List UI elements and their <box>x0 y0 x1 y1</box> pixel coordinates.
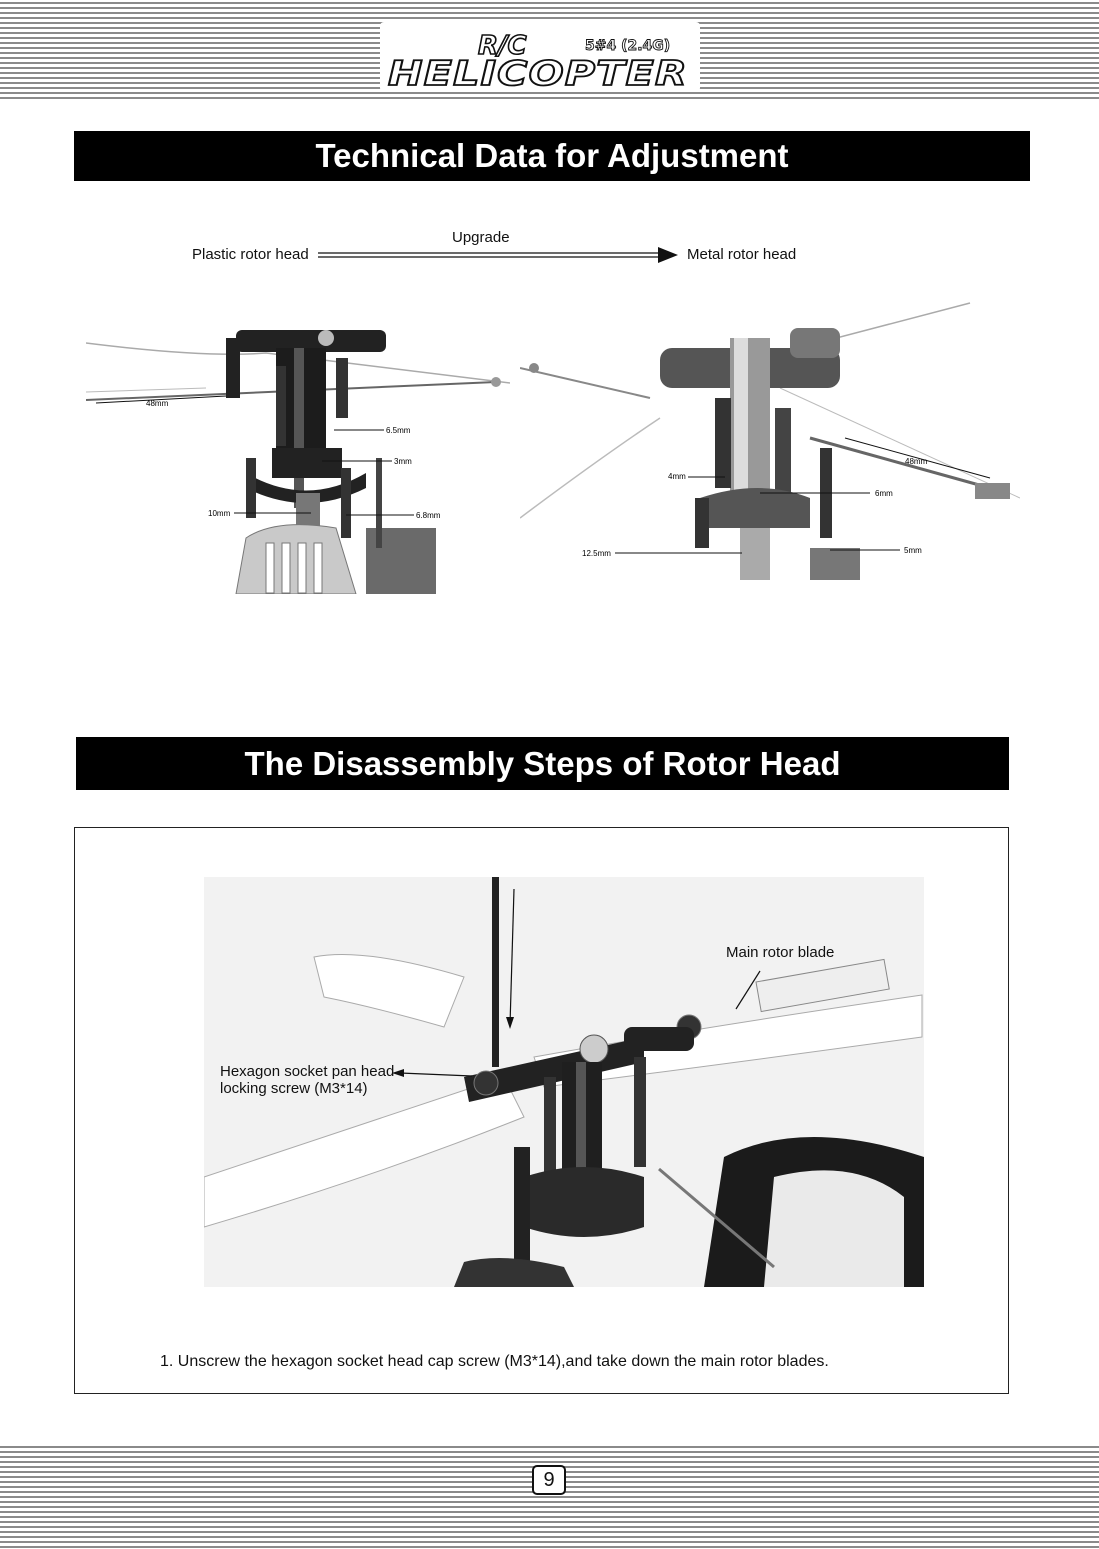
callout-screw-line2: locking screw (M3*14) <box>220 1080 368 1097</box>
callout-hexagon-screw: Hexagon socket pan head locking screw (M… <box>220 1063 394 1097</box>
helicopter-logo-icon: R/C 5#4 (2.4G) HELICOPTER <box>387 30 688 92</box>
rotor-head-disassembly-photo <box>204 877 924 1287</box>
logo-helicopter-text: HELICOPTER <box>388 54 688 92</box>
step-1-instruction: 1. Unscrew the hexagon socket head cap s… <box>160 1353 829 1370</box>
callout-main-rotor-blade: Main rotor blade <box>726 944 835 961</box>
upgrade-arrow-icon <box>318 247 678 263</box>
footer-stripes <box>0 1446 1099 1549</box>
callout-screw-line1: Hexagon socket pan head <box>220 1063 395 1080</box>
upgrade-label: Upgrade <box>452 229 510 246</box>
plastic-rotor-head-photo: 48mm 6.5mm 3mm 10mm 6.8mm <box>86 318 510 594</box>
dim-3mm: 3mm <box>394 457 412 466</box>
model-label: 5#4 (2.4G) <box>585 38 670 54</box>
brand-logo: R/C 5#4 (2.4G) HELICOPTER <box>380 22 700 92</box>
dim-48mm-plastic: 48mm <box>146 399 169 408</box>
logo-rc-text: R/C <box>478 31 527 61</box>
section-title-disassembly: The Disassembly Steps of Rotor Head <box>76 737 1009 790</box>
metal-rotor-head-label: Metal rotor head <box>687 246 797 263</box>
dim-6-5mm: 6.5mm <box>386 426 411 435</box>
page-number: 9 <box>532 1465 566 1495</box>
dim-10mm: 10mm <box>208 509 231 518</box>
section-title-technical-data: Technical Data for Adjustment <box>74 131 1030 181</box>
plastic-rotor-head-label: Plastic rotor head <box>192 246 309 263</box>
dim-6-8mm: 6.8mm <box>416 511 441 520</box>
dim-6mm: 6mm <box>875 489 893 498</box>
dim-48mm-metal: 48mm <box>905 457 928 466</box>
dim-4mm: 4mm <box>668 472 686 481</box>
dim-12-5mm: 12.5mm <box>582 549 611 558</box>
metal-rotor-head-photo: 48mm 4mm 6mm 12.5mm 5mm <box>520 298 1020 580</box>
dim-5mm: 5mm <box>904 546 922 555</box>
